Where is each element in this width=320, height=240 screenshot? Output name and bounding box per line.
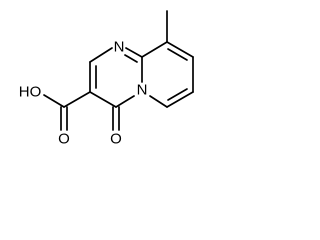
atom-label-carbonyl-o: O	[110, 131, 122, 148]
atom-label-hydroxyl: HO	[19, 84, 42, 101]
bond-c3-cooh	[63, 91, 91, 108]
atom-label-n-ring: N	[137, 82, 148, 99]
bond-n1-c9a-inner	[124, 54, 138, 63]
atom-label-n-top: N	[114, 39, 125, 56]
bond-n1-c9a	[125, 47, 143, 58]
bond-c9-c8-inner	[167, 48, 188, 61]
bond-c7-c6-inner	[167, 88, 188, 101]
bond-c2-n1	[89, 47, 113, 63]
chemical-structure-diagram: N N O HO O	[19, 10, 194, 148]
bond-c7-c6	[166, 91, 194, 108]
bond-c9a-c9	[141, 41, 168, 58]
bond-cooh-oh	[43, 94, 65, 108]
bond-c6-n5	[149, 95, 168, 108]
bond-n5-c4	[115, 95, 135, 108]
bond-c9-c8	[166, 41, 194, 58]
bond-c4-c3	[89, 91, 117, 108]
atom-label-acid-o: O	[58, 131, 70, 148]
